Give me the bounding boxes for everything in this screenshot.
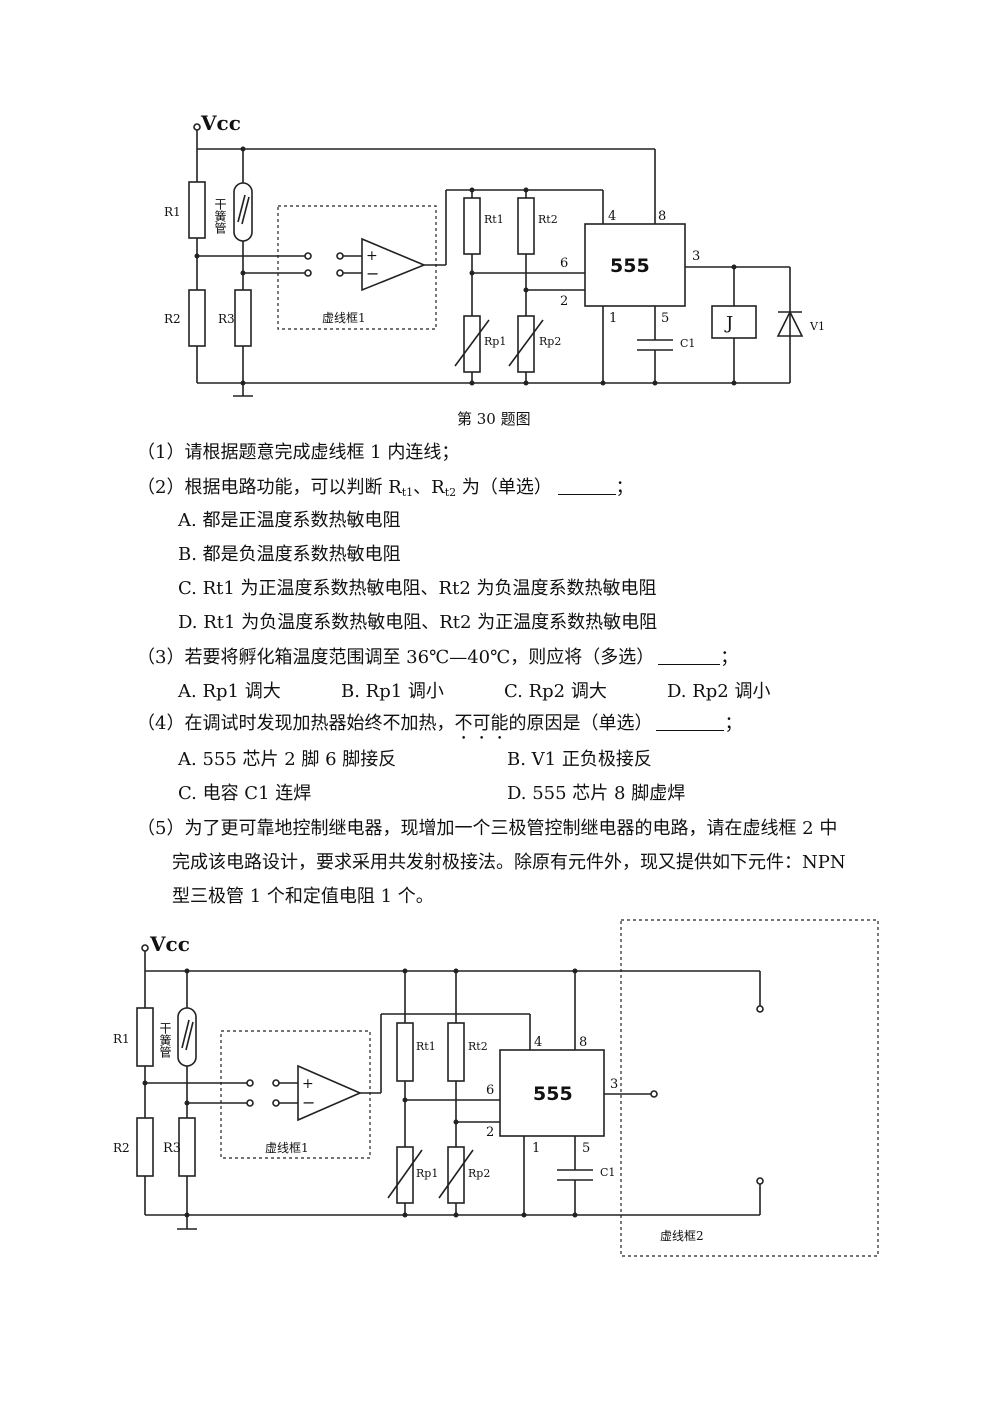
minus-sign-2: −	[302, 1093, 315, 1112]
box2-label: 虚线框2	[660, 1229, 704, 1243]
pin-5-2: 5	[582, 1141, 590, 1156]
rt2-label: Rt2	[538, 213, 558, 226]
q4-option-a: A. 555 芯片 2 脚 6 脚接反	[178, 749, 397, 770]
rp1-label-2: Rp1	[416, 1167, 438, 1180]
r1-label-2: R1	[113, 1032, 130, 1046]
vcc-label-2: Vcc	[149, 932, 190, 956]
q2-sub2: t2	[444, 486, 457, 499]
q4-end: ；	[724, 713, 743, 734]
figure-caption: 第 30 题图	[457, 410, 531, 428]
pin-1-2: 1	[532, 1141, 540, 1156]
question-3: （3）若要将孵化箱温度范围调至 36℃—40℃，则应将（多选） ；	[137, 649, 738, 667]
q3-option-d: D. Rp2 调小	[667, 681, 771, 702]
q2-sub1: t1	[401, 486, 414, 499]
circuit-figure-1: Vcc R1 R2 R3 干簧管 + − 虚线框1 Rt1 Rt2 Rp1 Rp…	[164, 111, 825, 428]
pin-8: 8	[658, 209, 666, 224]
rp2-label: Rp2	[539, 335, 561, 348]
q3-option-b: B. Rp1 调小	[341, 681, 444, 702]
question-2: （2）根据电路功能，可以判断 Rt1、Rt2 为（单选） ；	[137, 477, 634, 499]
question-1: （1）请根据题意完成虚线框 1 内连线；	[137, 442, 460, 463]
q3-option-a: A. Rp1 调大	[178, 681, 281, 702]
reed-label: 干簧管	[213, 198, 227, 235]
q2-mid: 、R	[413, 477, 445, 498]
chip-label-2: 555	[533, 1083, 573, 1105]
rt1-label: Rt1	[484, 213, 504, 226]
q3-stem: （3）若要将孵化箱温度范围调至 36℃—40℃，则应将（多选）	[137, 647, 655, 668]
q2-end: ；	[615, 477, 634, 498]
q3-answer-blank[interactable]	[658, 650, 721, 665]
q2-option-b: B. 都是负温度系数热敏电阻	[178, 544, 401, 565]
circuit-figure-2: Vcc R1 R2 R3 干簧管 + − 虚线框1 Rt1 Rt2 Rp1 Rp…	[113, 919, 879, 1257]
q2-option-d: D. Rt1 为负温度系数热敏电阻、Rt2 为正温度系数热敏电阻	[178, 612, 658, 633]
q4-option-b: B. V1 正负极接反	[507, 749, 652, 770]
pin-1: 1	[609, 311, 617, 326]
q4-pre: （4）在调试时发现加热器始终不加热，	[137, 713, 455, 734]
r2-label-2: R2	[113, 1141, 130, 1155]
rp2-label-2: Rp2	[468, 1167, 490, 1180]
vcc-label: Vcc	[200, 111, 241, 135]
q4-emphasis: 不可能	[454, 713, 509, 734]
pin-3-2: 3	[610, 1077, 618, 1092]
q2-suffix: 为（单选）	[456, 477, 552, 498]
pin-4-2: 4	[534, 1035, 542, 1050]
q5-line-1: （5）为了更可靠地控制继电器，现增加一个三极管控制继电器的电路，请在虚线框 2 …	[137, 818, 838, 839]
q5-line-3: 型三极管 1 个和定值电阻 1 个。	[172, 886, 434, 907]
r3-label-2: R3	[163, 1141, 181, 1156]
relay-label: J	[724, 313, 733, 334]
q5-line-2: 完成该电路设计，要求采用共发射极接法。除原有元件外，现又提供如下元件：NPN	[172, 852, 846, 873]
q4-post: 的原因是（单选）	[508, 713, 653, 734]
r1-label: R1	[164, 205, 181, 219]
r3-label: R3	[218, 312, 235, 326]
pin-2-2: 2	[486, 1125, 494, 1140]
q2-prefix: （2）根据电路功能，可以判断 R	[137, 477, 402, 498]
q2-option-a: A. 都是正温度系数热敏电阻	[178, 510, 401, 531]
chip-label: 555	[610, 255, 650, 277]
box1-label-2: 虚线框1	[265, 1141, 309, 1155]
pin-6: 6	[560, 256, 568, 271]
q4-option-c: C. 电容 C1 连焊	[178, 783, 312, 804]
diode-label: V1	[809, 320, 825, 333]
cap-label: C1	[680, 337, 695, 350]
q3-end: ；	[720, 647, 739, 668]
rt1-label-2: Rt1	[416, 1040, 436, 1053]
pin-3: 3	[692, 249, 700, 264]
pin-8-2: 8	[579, 1035, 587, 1050]
pin-6-2: 6	[486, 1083, 494, 1098]
cap-label-2: C1	[600, 1166, 615, 1179]
q2-option-c: C. Rt1 为正温度系数热敏电阻、Rt2 为负温度系数热敏电阻	[178, 578, 657, 599]
q3-option-c: C. Rp2 调大	[504, 681, 607, 702]
r2-label: R2	[164, 312, 181, 326]
minus-sign: −	[366, 264, 379, 283]
q4-answer-blank[interactable]	[656, 716, 725, 731]
rp1-label: Rp1	[484, 335, 506, 348]
rt2-label-2: Rt2	[468, 1040, 488, 1053]
pin-5: 5	[661, 311, 669, 326]
q4-option-d: D. 555 芯片 8 脚虚焊	[507, 783, 686, 804]
box1-label: 虚线框1	[322, 311, 366, 325]
plus-sign: +	[366, 248, 378, 264]
pin-4: 4	[608, 209, 616, 224]
reed-label-2: 干簧管	[158, 1022, 172, 1059]
q2-answer-blank[interactable]	[557, 480, 616, 495]
plus-sign-2: +	[302, 1076, 314, 1092]
pin-2: 2	[560, 294, 568, 309]
question-4: （4）在调试时发现加热器始终不加热，不可能的原因是（单选） ；	[137, 713, 742, 744]
